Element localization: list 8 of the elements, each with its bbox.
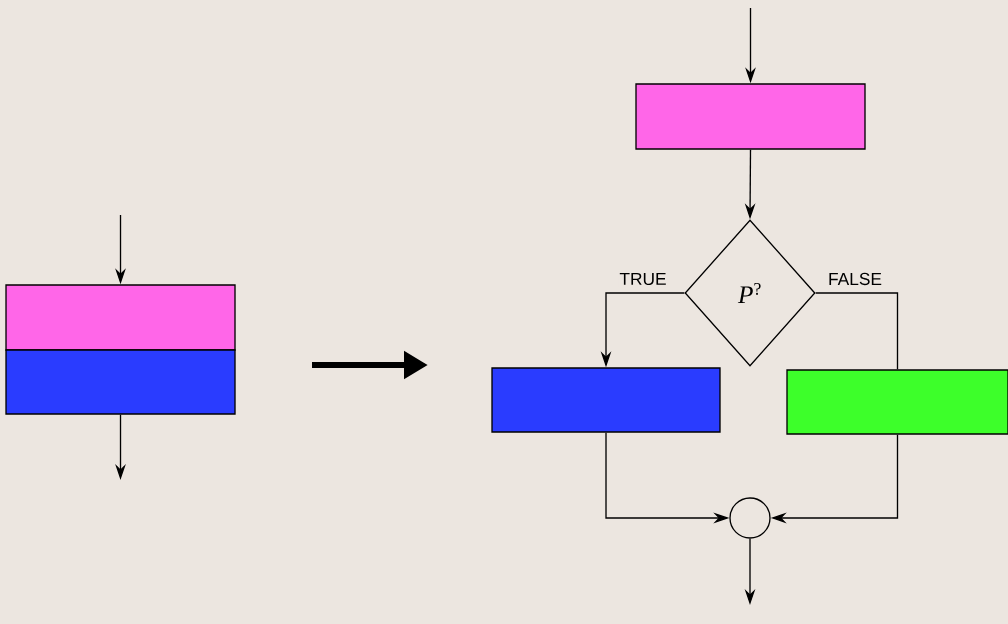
edge-label: TRUE [619, 272, 666, 286]
process-box [5, 349, 236, 415]
process-box [635, 83, 866, 150]
process-box [786, 369, 1008, 435]
edge-label: FALSE [829, 272, 882, 286]
process-box [5, 284, 236, 351]
process-box [491, 367, 721, 433]
junction-circle [729, 497, 771, 539]
